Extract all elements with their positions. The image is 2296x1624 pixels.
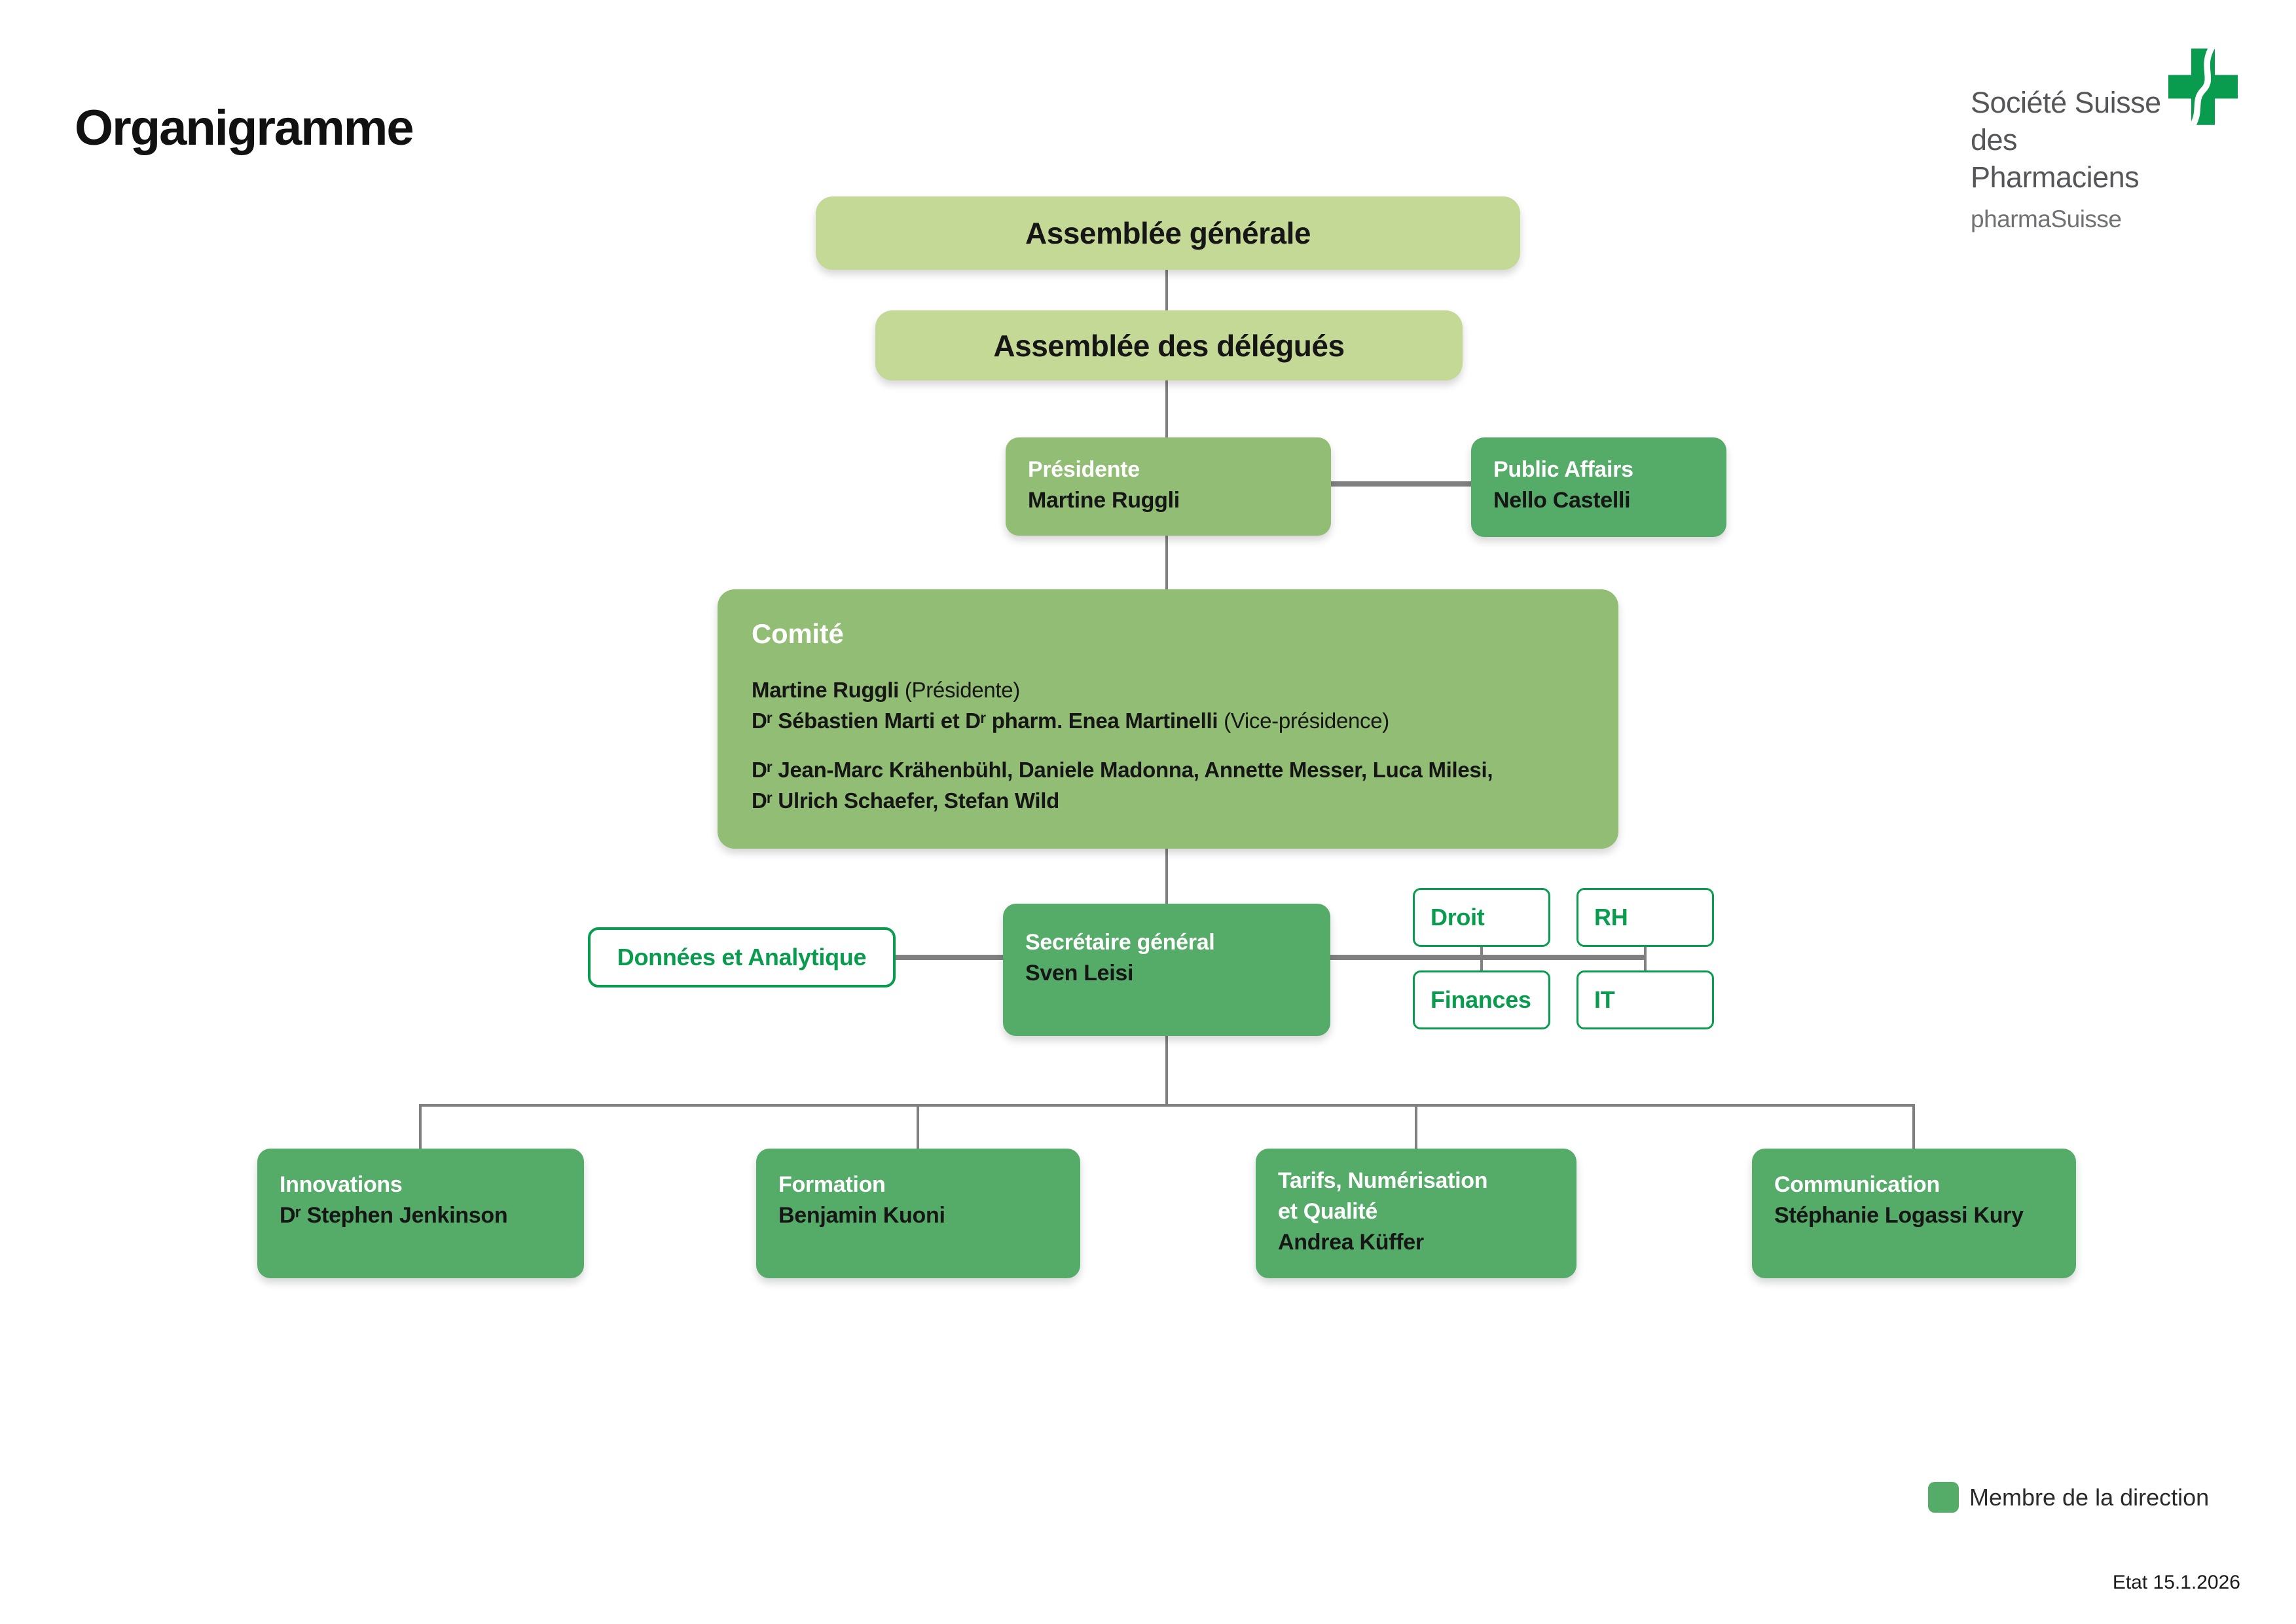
connector-comite-secretaire [1165, 849, 1168, 904]
logo-name-line1: Société Suisse [1971, 86, 2161, 119]
secretaire-role: Secrétaire général [1025, 930, 1215, 955]
box-presidente: Présidente Martine Ruggli [1006, 437, 1331, 536]
box-public-affairs: Public Affairs Nello Castelli [1471, 437, 1726, 537]
box-droit: Droit [1413, 888, 1550, 947]
tarifs-role-line2: et Qualité [1278, 1199, 1377, 1224]
tarifs-role-line1: Tarifs, Numérisation [1278, 1168, 1488, 1193]
connector-ad-presidente [1165, 380, 1168, 437]
tree-drop-formation [917, 1104, 919, 1149]
tree-horizontal-line [419, 1104, 1915, 1107]
box-tarifs: Tarifs, Numérisation et Qualité Andrea K… [1256, 1149, 1576, 1278]
box-assemblee-delegues: Assemblée des délégués [875, 310, 1463, 380]
connector-ag-ad [1165, 270, 1168, 310]
comite-line-1: Martine Ruggli (Présidente) [752, 678, 1020, 702]
logo: Société Suisse des Pharmaciens pharmaSui… [1971, 84, 2167, 233]
communication-name: Stéphanie Logassi Kury [1774, 1203, 2024, 1228]
secretaire-name: Sven Leisi [1025, 961, 1134, 986]
connector-rh-it [1644, 947, 1647, 970]
box-assemblee-generale: Assemblée générale [816, 196, 1520, 270]
box-it: IT [1576, 970, 1714, 1029]
comite-line-3: Dʳ Jean-Marc Krähenbühl, Daniele Madonna… [752, 758, 1493, 782]
formation-name: Benjamin Kuoni [778, 1203, 945, 1228]
connector-secretaire-staff [1330, 955, 1645, 960]
logo-brand: pharmaSuisse [1971, 206, 2122, 232]
pharmacy-cross-icon [2168, 48, 2238, 125]
tree-drop-communication [1912, 1104, 1915, 1149]
box-comite: Comité Martine Ruggli (Présidente) Dʳ Sé… [718, 589, 1618, 849]
comite-members: Martine Ruggli (Présidente) Dʳ Sébastien… [752, 674, 1592, 816]
presidente-role: Présidente [1028, 457, 1140, 482]
box-secretaire-general: Secrétaire général Sven Leisi [1003, 904, 1330, 1036]
connector-presidente-publicaffairs [1331, 481, 1471, 487]
box-donnees-analytique: Données et Analytique [588, 927, 896, 987]
status-date: Etat 15.1.2026 [2112, 1572, 2240, 1593]
tarifs-name: Andrea Küffer [1278, 1230, 1424, 1255]
tree-drop-innovations [419, 1104, 422, 1149]
innovations-role: Innovations [280, 1172, 403, 1197]
connector-donnees-secretaire [894, 955, 1003, 960]
comite-paragraph-gap [752, 736, 1592, 754]
connector-presidente-comite [1165, 536, 1168, 589]
connector-secretaire-tree [1165, 1036, 1168, 1105]
tree-drop-tarifs [1415, 1104, 1417, 1149]
page-title: Organigramme [75, 100, 414, 156]
comite-line-2: Dʳ Sébastien Marti et Dʳ pharm. Enea Mar… [752, 709, 1389, 733]
box-formation: Formation Benjamin Kuoni [756, 1149, 1080, 1278]
connector-droit-finances [1480, 947, 1483, 970]
box-communication: Communication Stéphanie Logassi Kury [1752, 1149, 2076, 1278]
public-affairs-role: Public Affairs [1493, 457, 1633, 482]
comite-line-4: Dʳ Ulrich Schaefer, Stefan Wild [752, 788, 1060, 813]
legend-label: Membre de la direction [1969, 1483, 2210, 1511]
presidente-name: Martine Ruggli [1028, 488, 1180, 513]
comite-title: Comité [752, 618, 844, 649]
formation-role: Formation [778, 1172, 886, 1197]
communication-role: Communication [1774, 1172, 1940, 1197]
public-affairs-name: Nello Castelli [1493, 488, 1631, 513]
logo-name-line2: des Pharmaciens [1971, 123, 2140, 194]
legend-direction-swatch [1928, 1482, 1959, 1513]
box-innovations: Innovations Dʳ Stephen Jenkinson [257, 1149, 584, 1278]
box-rh: RH [1576, 888, 1714, 947]
innovations-name: Dʳ Stephen Jenkinson [280, 1203, 508, 1228]
box-finances: Finances [1413, 970, 1550, 1029]
